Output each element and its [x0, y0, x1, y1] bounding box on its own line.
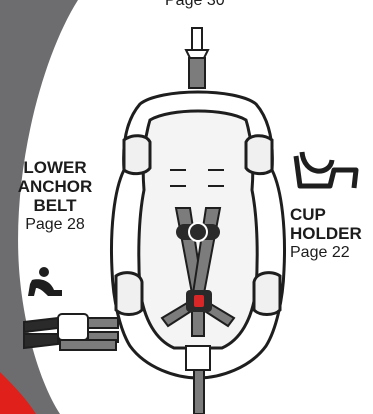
lower-anchor-belt-label: LOWER ANCHOR BELT Page 28: [0, 158, 110, 234]
chest-clip: [176, 222, 220, 242]
buckle: [186, 290, 212, 312]
child-seated-icon: [28, 267, 62, 296]
lower-anchor-title-line-1: LOWER: [23, 158, 87, 177]
left-wing: [122, 134, 152, 176]
lower-anchor-title-line-3: BELT: [33, 196, 77, 215]
bottom-strap: [185, 345, 211, 414]
lower-anchor-belt: [23, 313, 119, 351]
right-wing: [244, 134, 274, 176]
top-tether: [184, 27, 210, 89]
car-seat: [110, 90, 286, 380]
cup-holder-label: CUP HOLDER Page 22: [290, 205, 373, 262]
lower-anchor-title-line-2: ANCHOR: [17, 177, 93, 196]
cup-holder-title-line-1: CUP: [290, 205, 326, 224]
top-page-label: Page 30: [165, 0, 225, 9]
background-wedge: [0, 0, 78, 414]
headrest-lines: [170, 169, 224, 187]
lower-anchor-page: Page 28: [25, 216, 85, 233]
left-hip-pad: [114, 271, 144, 316]
cup-holder-icon: [293, 151, 359, 189]
red-accent: [0, 372, 36, 414]
cup-holder-title-line-2: HOLDER: [290, 224, 362, 243]
cup-holder-page: Page 22: [290, 244, 350, 261]
right-hip-pad: [252, 271, 282, 316]
